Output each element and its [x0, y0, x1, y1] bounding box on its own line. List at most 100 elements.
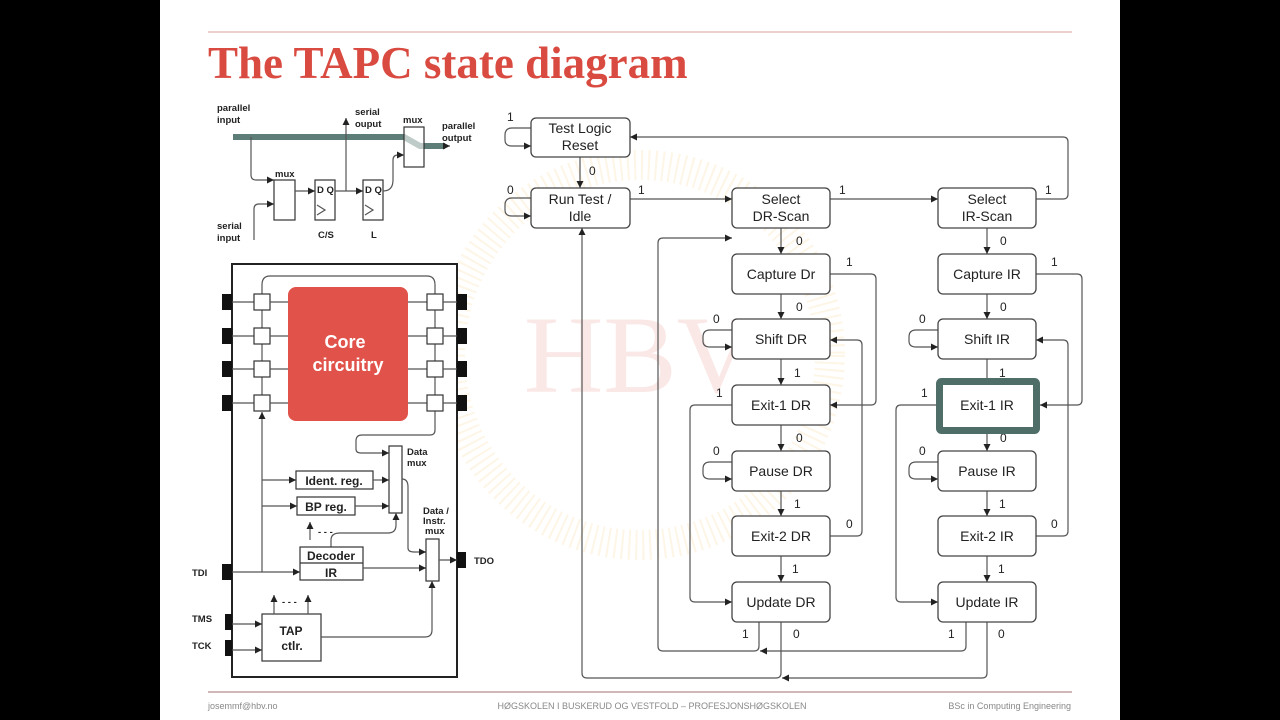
state-shift-dr: Shift DR: [731, 318, 831, 360]
transition-label: 0: [846, 517, 853, 531]
state-exit1-dr: Exit-1 DR: [731, 384, 831, 426]
state-label: Pause IR: [958, 463, 1016, 479]
watermark-text: HBV: [524, 294, 756, 416]
tap-ctlr-label-2: ctlr.: [281, 639, 302, 653]
latch-flipflop: [362, 179, 384, 221]
ff1-pins: D Q: [317, 185, 334, 196]
state-label: Select: [762, 191, 801, 207]
transition-label: 0: [919, 444, 926, 458]
tdo-pin: [457, 552, 466, 568]
transition-label: 1: [1045, 183, 1052, 197]
parallel-input-label: parallel: [217, 103, 250, 114]
state-label: DR-Scan: [753, 208, 810, 224]
transition-label: 1: [742, 627, 749, 641]
state-exit2-dr: Exit-2 DR: [731, 515, 831, 557]
decoder-label: Decoder: [307, 549, 355, 563]
ir-label: IR: [325, 566, 337, 580]
state-label: Test Logic: [548, 120, 611, 136]
state-exit1-ir-highlighted: Exit-1 IR: [936, 378, 1040, 434]
transition-label: 1: [921, 386, 928, 400]
transition-label: 1: [839, 183, 846, 197]
data-instr-mux-label-2: Instr.: [423, 516, 446, 527]
state-shift-ir: Shift IR: [937, 318, 1037, 360]
data-instr-mux-label: Data /: [423, 506, 449, 517]
data-mux-label: Data: [407, 447, 428, 458]
boundary-cells-right: [408, 293, 467, 412]
state-label: Shift DR: [755, 331, 807, 347]
parallel-output-label-2: output: [442, 133, 472, 144]
state-label: Capture IR: [953, 266, 1021, 282]
core-circuitry-block: [288, 287, 408, 421]
boundary-cells-left: [222, 293, 288, 412]
ident-reg-label: Ident. reg.: [305, 474, 362, 488]
transition-label: 0: [1051, 517, 1058, 531]
parallel-input-label-2: input: [217, 115, 241, 126]
footer-program: BSc in Computing Engineering: [948, 701, 1071, 711]
transition-label: 0: [507, 183, 514, 197]
transition-label: 1: [999, 497, 1006, 511]
tck-pin: [225, 640, 232, 656]
state-label: Exit-1 IR: [960, 397, 1014, 413]
transition-label: 0: [713, 444, 720, 458]
state-label: Shift IR: [964, 331, 1010, 347]
decoder-outputs-ellipsis: - - -: [318, 527, 333, 538]
transition-label: 0: [793, 627, 800, 641]
state-label: Reset: [562, 137, 599, 153]
boundary-cell-diagram: parallel input serial ouput mux parallel…: [217, 103, 475, 244]
transition-label: 0: [919, 312, 926, 326]
transition-label: 1: [507, 110, 514, 124]
state-label: Exit-2 IR: [960, 528, 1014, 544]
cs-label: C/S: [318, 230, 334, 241]
states: Test Logic Reset Run Test / Idle Select …: [530, 117, 1040, 623]
serial-output-label: serial: [355, 107, 380, 118]
capture-shift-flipflop: [314, 179, 336, 221]
serial-input-label: serial: [217, 221, 242, 232]
bp-reg-label: BP reg.: [305, 500, 347, 514]
state-run-test-idle: Run Test / Idle: [530, 187, 631, 229]
footer-institution: HØGSKOLEN I BUSKERUD OG VESTFOLD – PROFE…: [497, 701, 806, 711]
state-label: Update IR: [955, 594, 1018, 610]
state-pause-dr: Pause DR: [731, 450, 831, 492]
state-exit2-ir: Exit-2 IR: [937, 515, 1037, 557]
transition-label: 0: [796, 300, 803, 314]
transition-label: 0: [998, 627, 1005, 641]
ff2-pins: D Q: [365, 185, 382, 196]
core-label-2: circuitry: [312, 355, 383, 375]
input-mux-label: mux: [275, 169, 295, 180]
serial-input-label-2: input: [217, 233, 241, 244]
transition-label: 1: [846, 255, 853, 269]
tdi-pin: [222, 564, 232, 580]
parallel-output-label: parallel: [442, 121, 475, 132]
state-label: Update DR: [746, 594, 815, 610]
state-label: Capture Dr: [747, 266, 816, 282]
state-transitions: [504, 127, 1083, 682]
tms-label: TMS: [192, 614, 212, 625]
page-title: The TAPC state diagram: [208, 38, 688, 88]
serial-output-label-2: ouput: [355, 119, 382, 130]
output-mux: [403, 126, 425, 168]
transition-label: 1: [999, 366, 1006, 380]
transition-label: 0: [1000, 300, 1007, 314]
tap-ctlr-label: TAP: [279, 624, 302, 638]
state-update-ir: Update IR: [937, 581, 1037, 623]
data-instr-mux-label-3: mux: [425, 526, 445, 537]
state-label: Idle: [569, 208, 592, 224]
state-label: Exit-2 DR: [751, 528, 811, 544]
state-select-ir-scan: Select IR-Scan: [937, 187, 1037, 229]
data-mux-label-2: mux: [407, 458, 427, 469]
data-mux: [388, 445, 403, 514]
output-mux-label: mux: [403, 115, 423, 126]
transition-label: 0: [1000, 234, 1007, 248]
transition-label: 1: [716, 386, 723, 400]
state-test-logic-reset: Test Logic Reset: [530, 117, 631, 158]
transition-label: 0: [589, 164, 596, 178]
core-label: Core: [324, 332, 365, 352]
state-label: Exit-1 DR: [751, 397, 811, 413]
tap-controller: [261, 613, 322, 662]
transition-label: 0: [713, 312, 720, 326]
state-label: Select: [968, 191, 1007, 207]
state-capture-ir: Capture IR: [937, 253, 1037, 295]
state-label: IR-Scan: [962, 208, 1013, 224]
tdo-label: TDO: [474, 556, 494, 567]
